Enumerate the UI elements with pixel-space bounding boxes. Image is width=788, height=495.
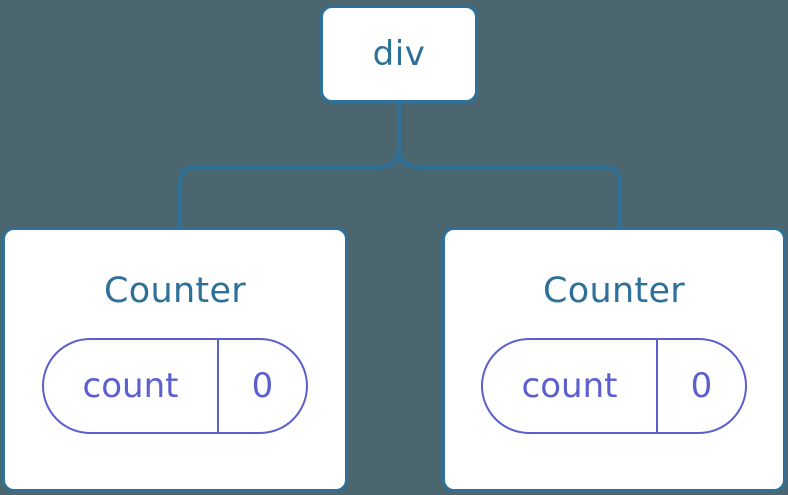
- node-counter-right-label: Counter: [543, 271, 685, 311]
- node-counter-left-label: Counter: [104, 271, 246, 311]
- node-counter-right[interactable]: Counter count 0: [442, 227, 786, 492]
- state-key-label: count: [483, 340, 658, 432]
- edge-root-to-counter-left: [178, 147, 401, 229]
- node-root-label: div: [372, 34, 426, 74]
- state-value-label: 0: [251, 366, 274, 406]
- state-key-label: count: [44, 340, 219, 432]
- state-pill-counter-right[interactable]: count 0: [481, 338, 747, 434]
- node-root-div[interactable]: div: [320, 5, 478, 103]
- node-counter-left[interactable]: Counter count 0: [2, 227, 348, 492]
- state-pill-counter-left[interactable]: count 0: [42, 338, 308, 434]
- state-value-label: 0: [690, 366, 713, 406]
- edge-root-to-counter-right: [397, 147, 622, 229]
